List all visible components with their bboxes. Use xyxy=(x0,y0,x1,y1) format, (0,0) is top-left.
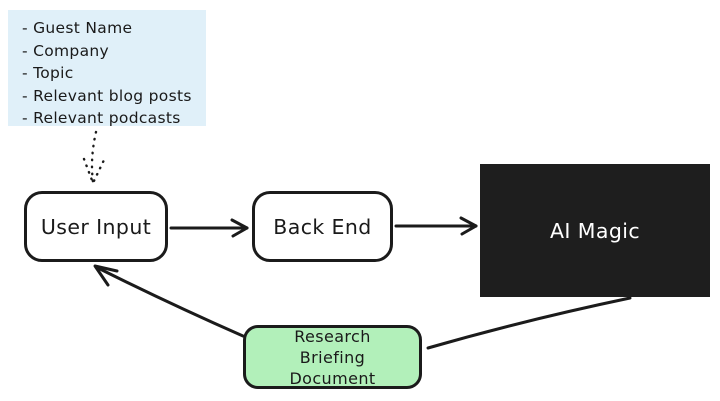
note-item-topic: - Topic xyxy=(22,64,74,82)
note-item-guest-name: - Guest Name xyxy=(22,19,133,37)
node-ai-magic-label: AI Magic xyxy=(549,218,640,243)
edge-back-end-to-ai-magic xyxy=(394,216,478,236)
node-research-briefing-label: Research Briefing Document xyxy=(289,326,376,388)
node-ai-magic: AI Magic xyxy=(480,164,710,297)
input-fields-note: - Guest Name - Company - Topic - Relevan… xyxy=(8,10,206,127)
edge-user-input-to-back-end xyxy=(169,218,249,238)
note-item-blog-posts: - Relevant blog posts xyxy=(22,86,192,105)
note-item-company: - Company xyxy=(22,41,109,60)
node-research-briefing: Research Briefing Document xyxy=(243,325,422,389)
note-item-podcasts: - Relevant podcasts xyxy=(22,109,181,127)
node-back-end: Back End xyxy=(252,191,393,262)
edge-ai-magic-to-research xyxy=(426,296,632,350)
node-user-input: User Input xyxy=(24,191,168,262)
node-back-end-label: Back End xyxy=(273,214,372,239)
edge-research-to-user-input xyxy=(93,264,245,338)
node-user-input-label: User Input xyxy=(40,214,152,239)
edge-note-to-user-input xyxy=(82,130,106,185)
